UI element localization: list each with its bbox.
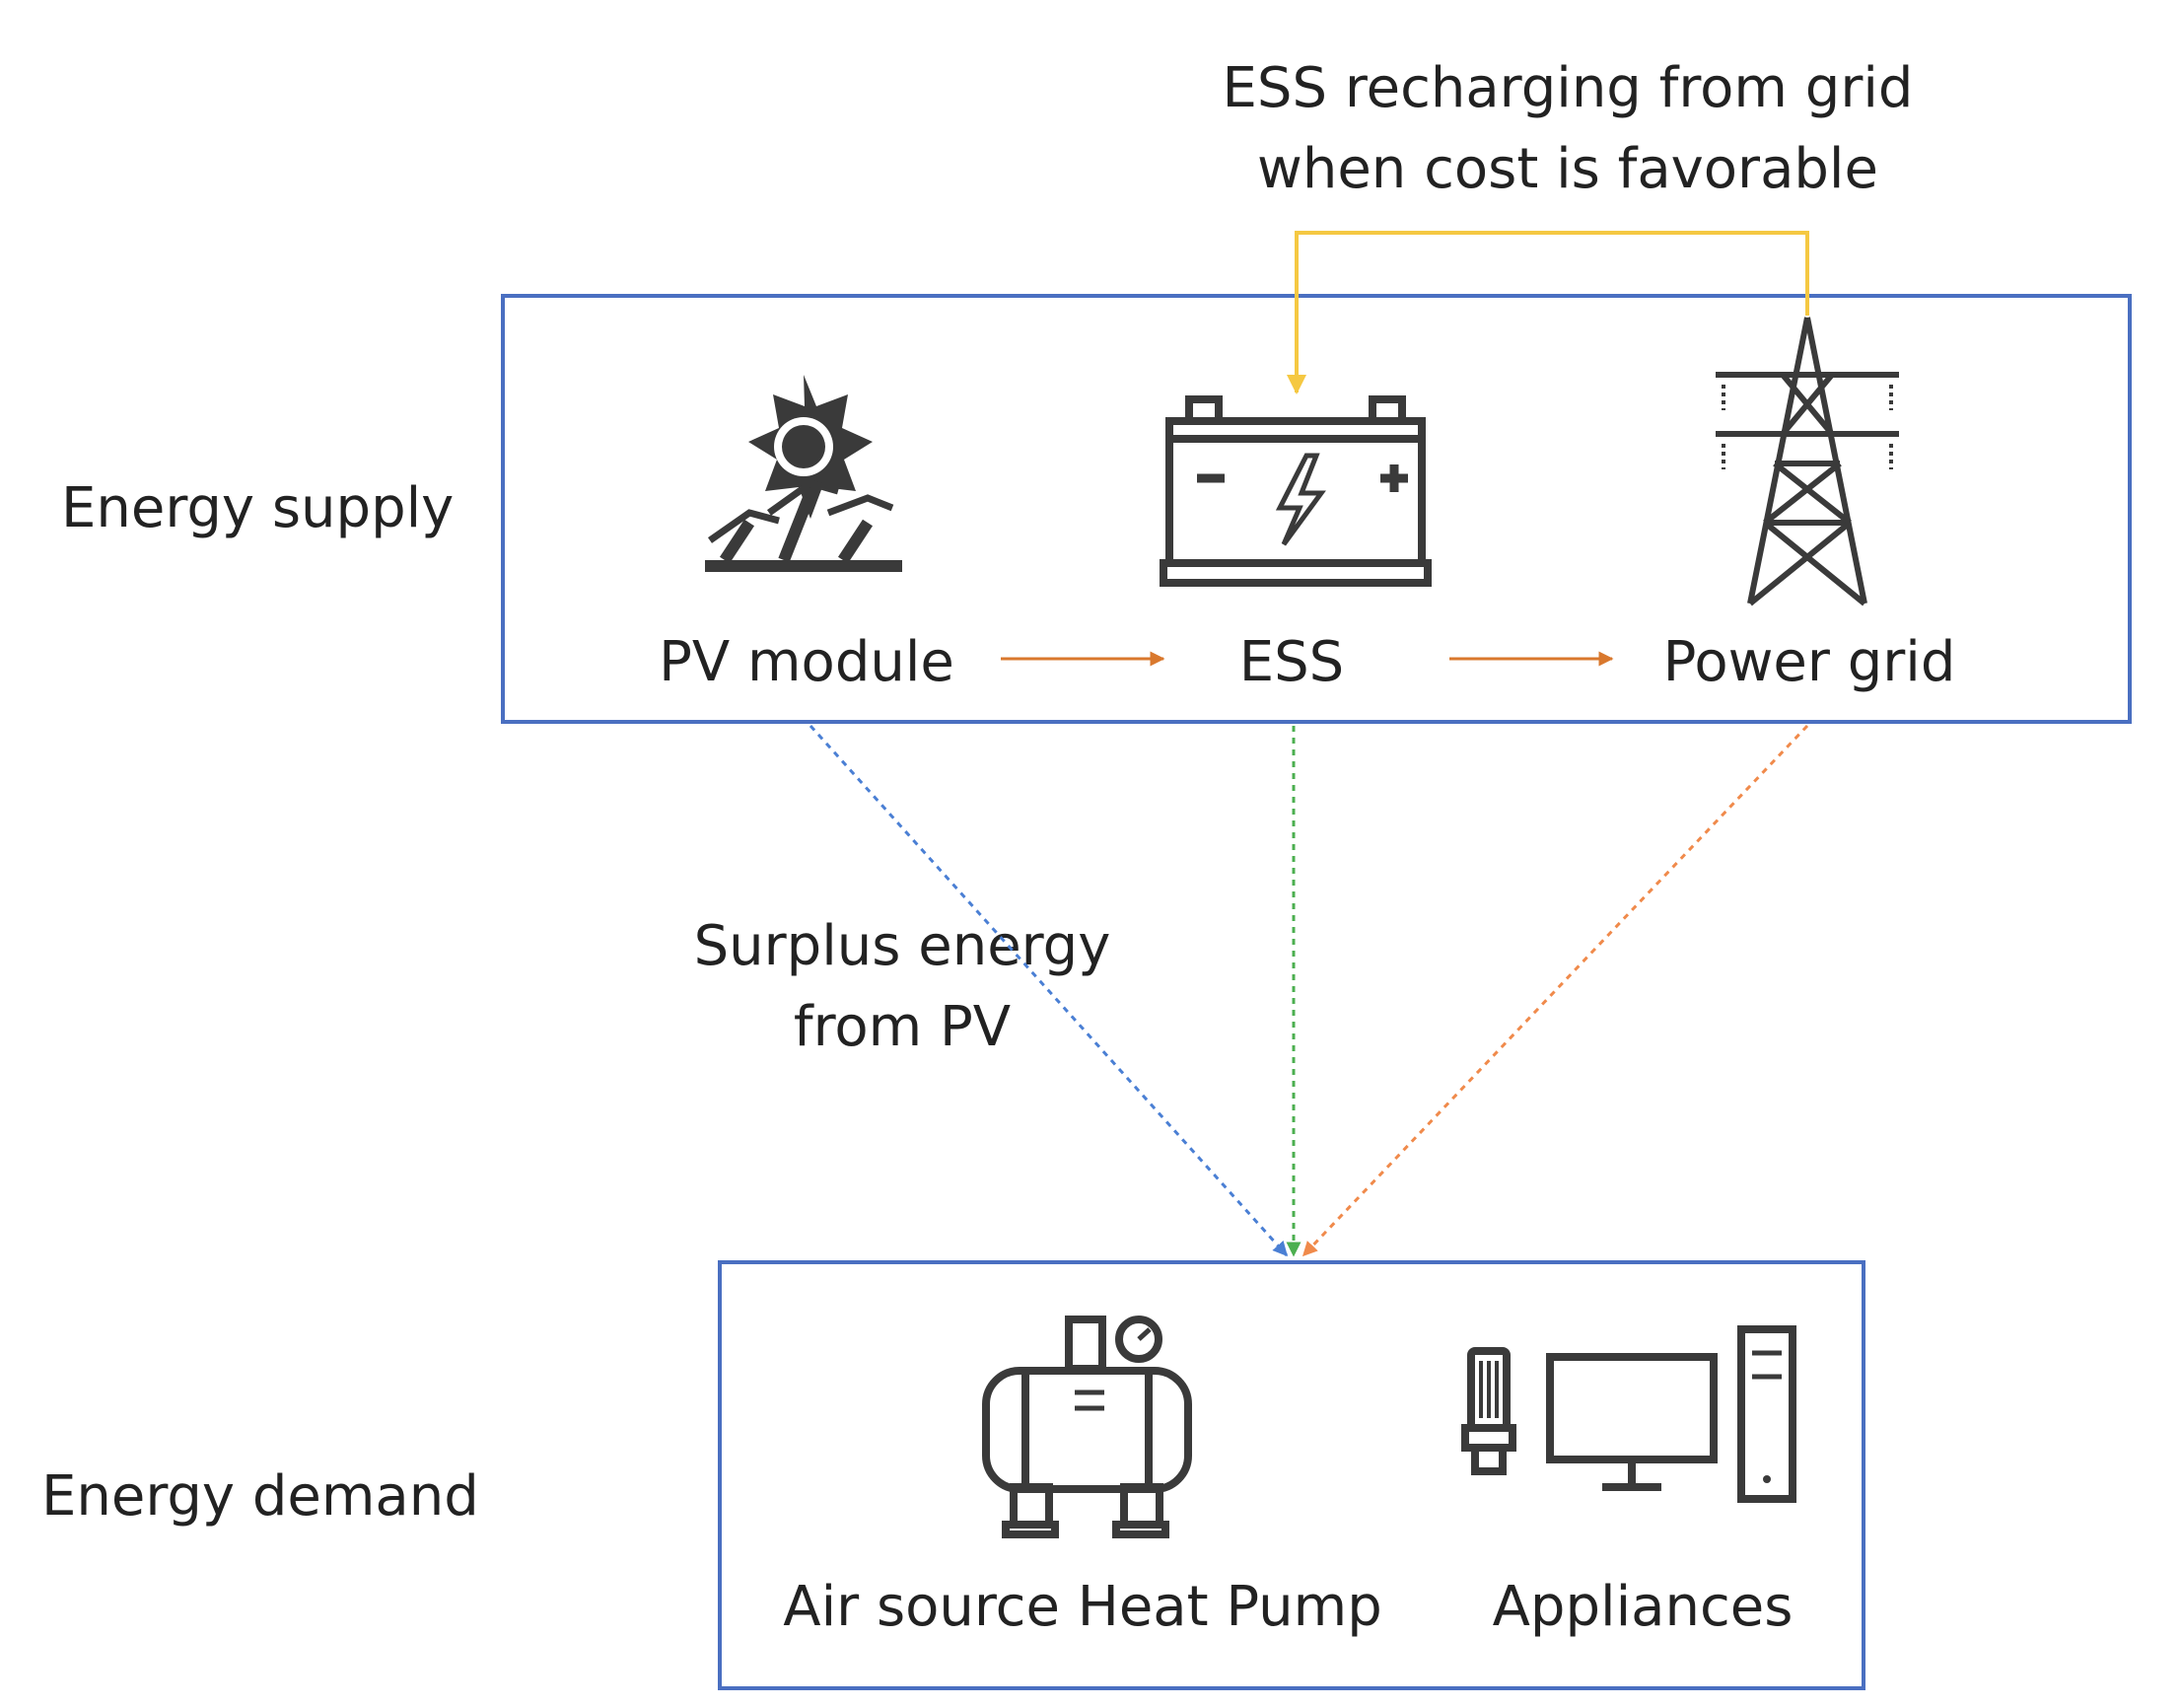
recharge-note-line-1: ESS recharging from grid [1223,56,1914,120]
surplus-note-line-2: from PV [794,995,1011,1059]
appliances-icon [1461,1325,1796,1503]
heat-pump-icon [982,1316,1192,1538]
power-grid-label: Power grid [1663,630,1956,694]
appliances-label: Appliances [1493,1575,1794,1639]
energy-supply-box [501,294,2132,724]
surplus-note-line-1: Surplus energy [694,914,1111,978]
transmission-tower-icon [1716,317,1899,606]
energy-demand-box [718,1260,1865,1690]
recharge-note-line-2: when cost is favorable [1257,137,1878,201]
edge-grid-to-ess-recharge [1287,231,1809,394]
solar-panel-icon [705,375,902,572]
energy-demand-label: Energy demand [41,1464,479,1529]
pv-module-label: PV module [659,630,954,694]
edge-pv-to-demand [809,724,1289,1257]
heat-pump-label: Air source Heat Pump [783,1575,1381,1639]
energy-supply-label: Energy supply [61,476,454,540]
edge-grid-to-demand [1302,724,1809,1257]
battery-icon [1160,395,1432,587]
ess-label: ESS [1239,630,1344,694]
